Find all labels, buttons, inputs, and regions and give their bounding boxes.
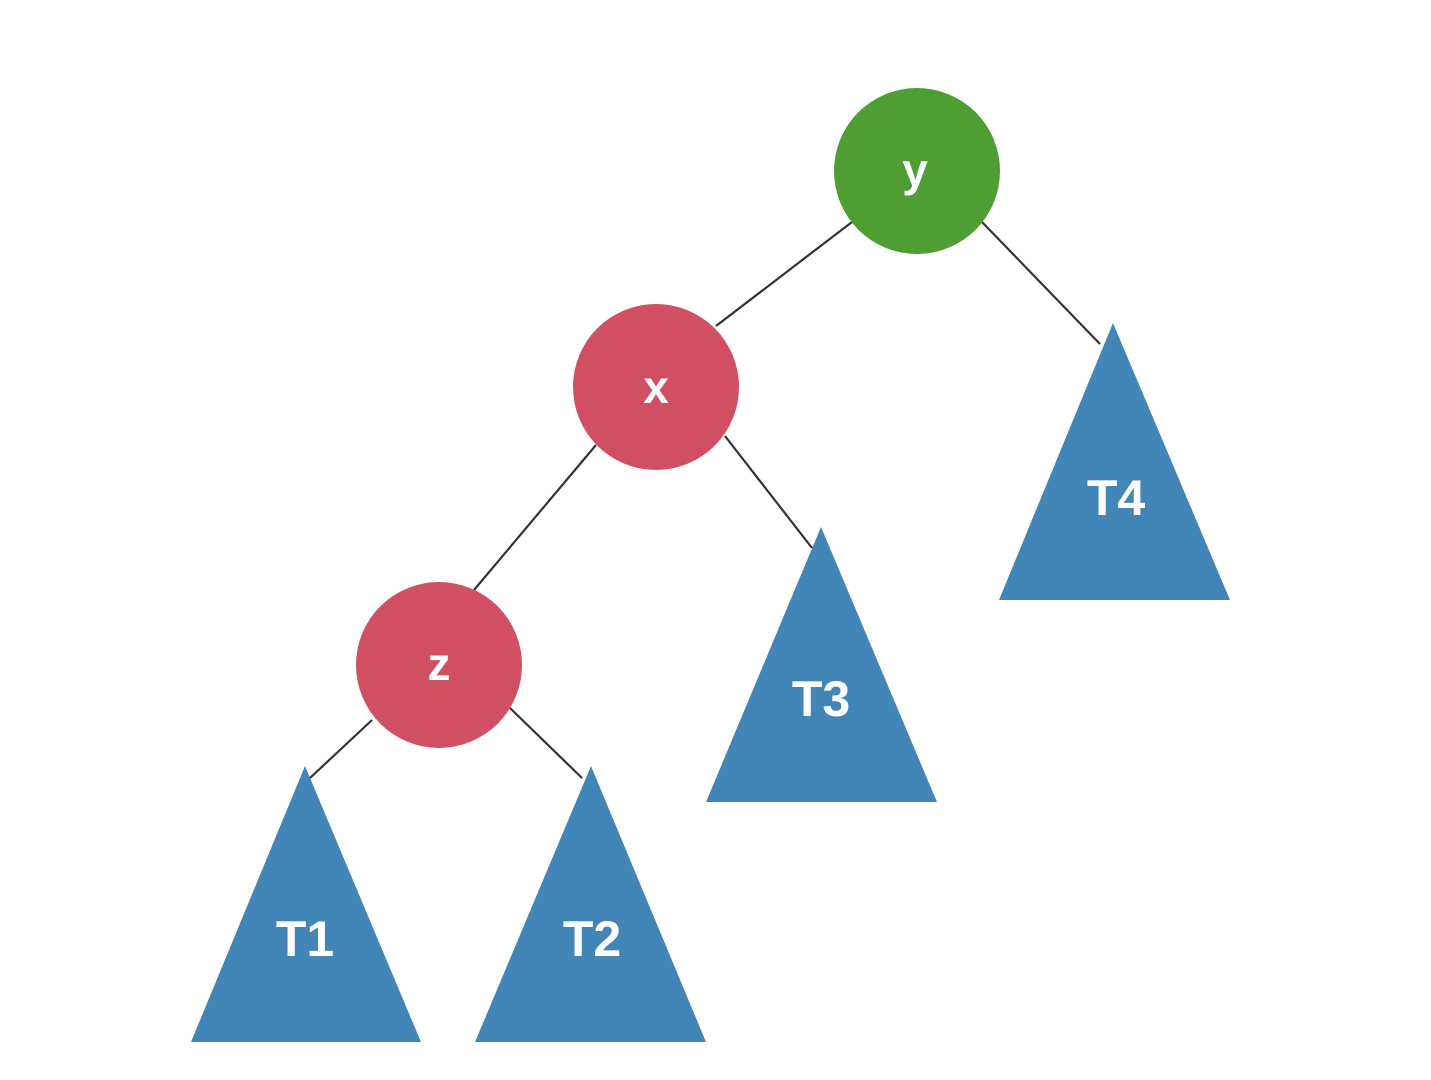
node-z-circle (356, 582, 522, 748)
node-y-circle (834, 88, 1000, 254)
node-z: z (356, 582, 522, 748)
subtree-t2-label: T2 (563, 911, 621, 967)
subtree-t3: T3 (706, 527, 937, 802)
node-x-circle (573, 304, 739, 470)
node-y: y (834, 88, 1000, 254)
edge-y-x (715, 221, 853, 327)
subtree-t1-label: T1 (276, 911, 334, 967)
subtree-t4: T4 (999, 323, 1230, 600)
subtree-t2-shape (475, 766, 706, 1042)
subtree-t1: T1 (191, 766, 421, 1042)
edge-z-T1 (309, 719, 373, 779)
subtree-t3-label: T3 (792, 671, 850, 727)
edge-x-T3 (724, 435, 813, 549)
node-y-label: y (902, 144, 928, 196)
subtree-t1-shape (191, 766, 421, 1042)
subtree-t4-shape (999, 323, 1230, 600)
subtree-t2: T2 (475, 766, 706, 1042)
node-x-label: x (643, 361, 669, 413)
edge-y-T4 (981, 221, 1101, 345)
subtree-t4-label: T4 (1087, 470, 1146, 526)
edge-z-T2 (509, 707, 583, 779)
node-x: x (573, 304, 739, 470)
edge-x-z (473, 444, 597, 591)
subtree-t3-shape (706, 527, 937, 802)
node-z-label: z (428, 638, 451, 690)
